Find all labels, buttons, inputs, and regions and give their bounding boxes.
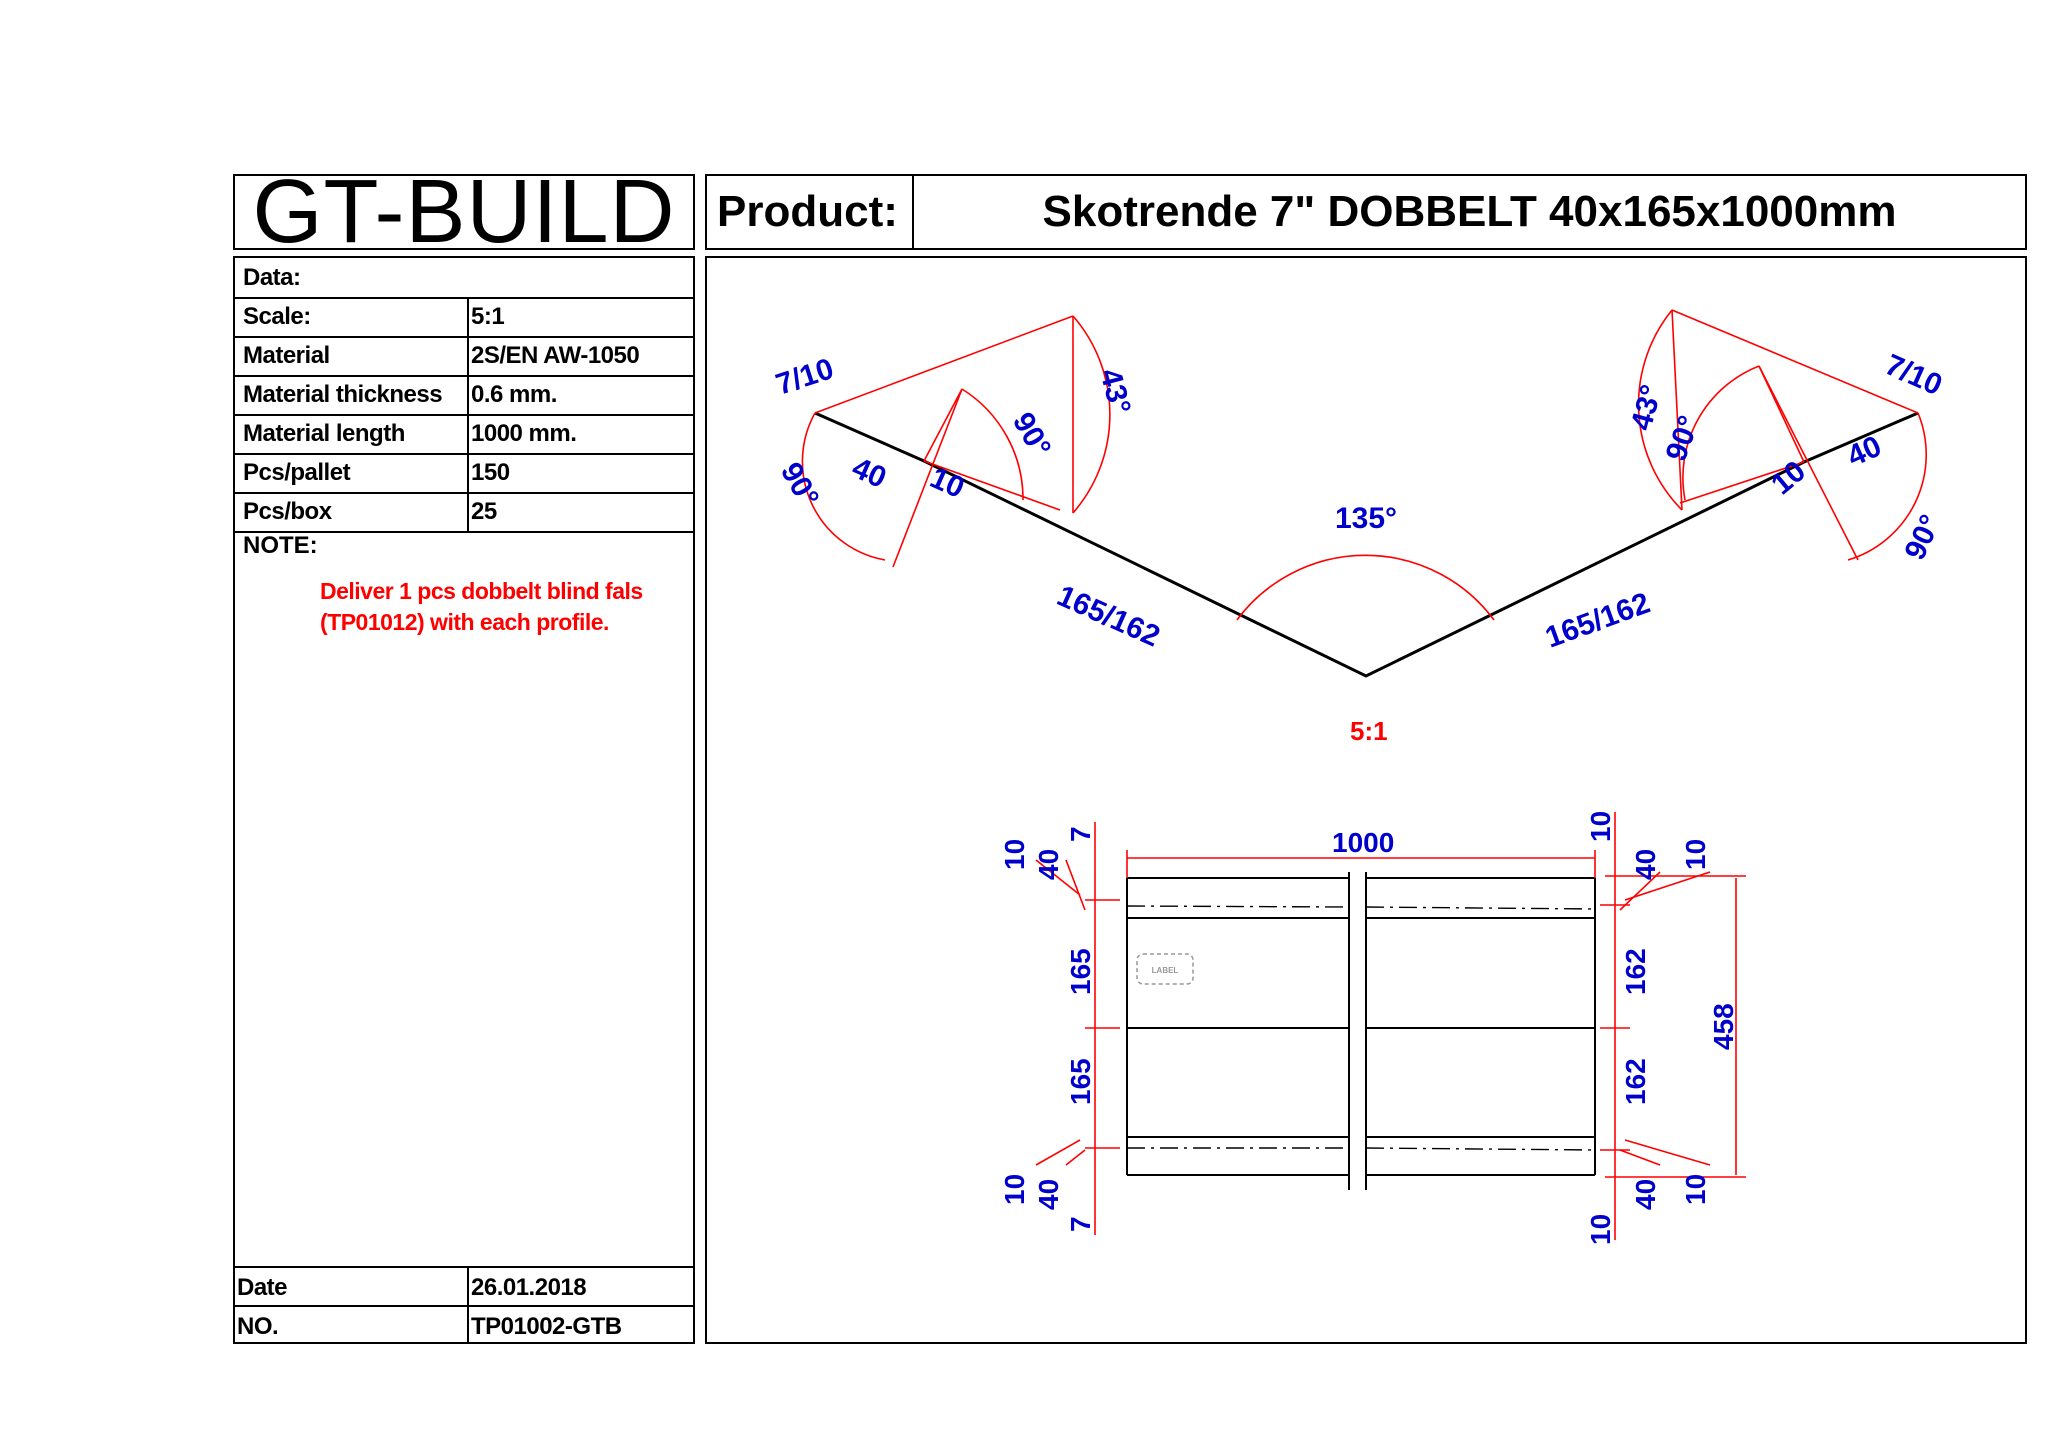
left-165-b-label: 165	[1065, 1058, 1096, 1105]
left-bot-40-label: 40	[1033, 1179, 1064, 1210]
angle-43-right-label: 43°	[1625, 381, 1669, 433]
brand-logo: GT-BUILD	[252, 174, 676, 250]
table-row: Material thickness 0.6 mm.	[235, 375, 693, 416]
note-label: NOTE:	[243, 532, 318, 559]
right-bot-10b-label: 10	[1585, 1214, 1616, 1245]
plan-dimensions	[1035, 812, 1746, 1240]
logo-box: GT-BUILD	[233, 174, 695, 250]
profile-dimensions	[801, 309, 1928, 621]
date-row: Date 26.01.2018	[235, 1266, 693, 1307]
angle-43-left-label: 43°	[1093, 365, 1137, 417]
data-row: Data:	[235, 258, 693, 299]
profile-labels: 7/10 40 10 90° 90° 43° 135° 165/162 165/…	[772, 348, 1948, 654]
flange-left-label: 40	[847, 451, 891, 495]
right-top-10a-label: 10	[1585, 811, 1616, 842]
plan-labels: 1000 10 40 7 165 165 10 40 7 10 40 10 16…	[999, 811, 1739, 1245]
label-tag-text: LABEL	[1152, 966, 1179, 975]
right-bot-40-label: 40	[1630, 1179, 1661, 1210]
right-top-10b-label: 10	[1680, 839, 1711, 870]
width-total-label: 458	[1708, 1003, 1739, 1050]
hem-right-label: 7/10	[1880, 348, 1947, 402]
length-right-label: 165/162	[1541, 586, 1654, 654]
angle-center-label: 135°	[1335, 502, 1397, 535]
product-header: Product: Skotrende 7" DOBBELT 40x165x100…	[705, 174, 2027, 250]
product-label: Product:	[707, 176, 914, 248]
no-value: TP01002-GTB	[471, 1313, 622, 1340]
table-row: Pcs/pallet 150	[235, 453, 693, 494]
row-value: 0.6 mm.	[471, 381, 557, 408]
note-text: Deliver 1 pcs dobbelt blind fals (TP0101…	[320, 576, 643, 638]
note-line-1: Deliver 1 pcs dobbelt blind fals	[320, 578, 643, 604]
note-line-2: (TP01012) with each profile.	[320, 609, 609, 635]
date-label: Date	[237, 1274, 288, 1301]
label-tag	[1136, 953, 1194, 985]
product-name: Skotrende 7" DOBBELT 40x165x1000mm	[1042, 187, 1897, 236]
drawing-area	[705, 256, 2027, 1344]
row-key: Material	[243, 342, 330, 369]
length-label: 1000	[1332, 827, 1394, 858]
row-key: Material thickness	[243, 381, 443, 408]
table-row: Material 2S/EN AW-1050	[235, 336, 693, 377]
plan-outline	[1126, 872, 1596, 1190]
table-row: Material length 1000 mm.	[235, 414, 693, 455]
angle-90-a-label: 90°	[774, 457, 825, 513]
right-162-b-label: 162	[1620, 1058, 1651, 1105]
angle-90-c-label: 90°	[1660, 411, 1707, 465]
left-top-7-label: 7	[1065, 826, 1096, 842]
no-label: NO.	[237, 1313, 279, 1340]
row-key: Pcs/pallet	[243, 459, 351, 486]
table-row: Pcs/box 25	[235, 492, 693, 533]
profile-scale-label: 5:1	[1350, 716, 1388, 746]
row-value: 25	[471, 498, 497, 525]
left-165-a-label: 165	[1065, 948, 1096, 995]
profile-section: 7/10 40 10 90° 90° 43° 135° 165/162 165/…	[772, 309, 1948, 746]
row-key: Material length	[243, 420, 405, 447]
row-key: Scale:	[243, 303, 311, 330]
left-top-10-label: 10	[999, 839, 1030, 870]
table-row: Scale: 5:1	[235, 297, 693, 338]
row-value: 5:1	[471, 303, 505, 330]
row-value: 2S/EN AW-1050	[471, 342, 640, 369]
info-table: Data: Scale: 5:1 Material 2S/EN AW-1050 …	[233, 256, 695, 1344]
left-bot-7-label: 7	[1065, 1216, 1096, 1232]
table-divider	[467, 1266, 469, 1344]
right-162-a-label: 162	[1620, 948, 1651, 995]
length-left-label: 165/162	[1052, 579, 1164, 653]
right-top-40-label: 40	[1630, 849, 1661, 880]
plan-view: LABEL 1000 10	[999, 811, 1746, 1245]
right-bot-10a-label: 10	[1680, 1174, 1711, 1205]
row-value: 150	[471, 459, 510, 486]
left-top-40-label: 40	[1033, 849, 1064, 880]
profile-outline	[814, 411, 1919, 678]
row-key: Pcs/box	[243, 498, 332, 525]
flange-right-label: 40	[1842, 430, 1886, 474]
row-value: 1000 mm.	[471, 420, 577, 447]
data-label: Data:	[243, 264, 301, 291]
left-bot-10-label: 10	[999, 1174, 1030, 1205]
date-value: 26.01.2018	[471, 1274, 587, 1301]
hem-left-label: 7/10	[772, 352, 838, 401]
angle-90-b-label: 90°	[1006, 407, 1057, 463]
no-row: NO. TP01002-GTB	[235, 1305, 693, 1346]
